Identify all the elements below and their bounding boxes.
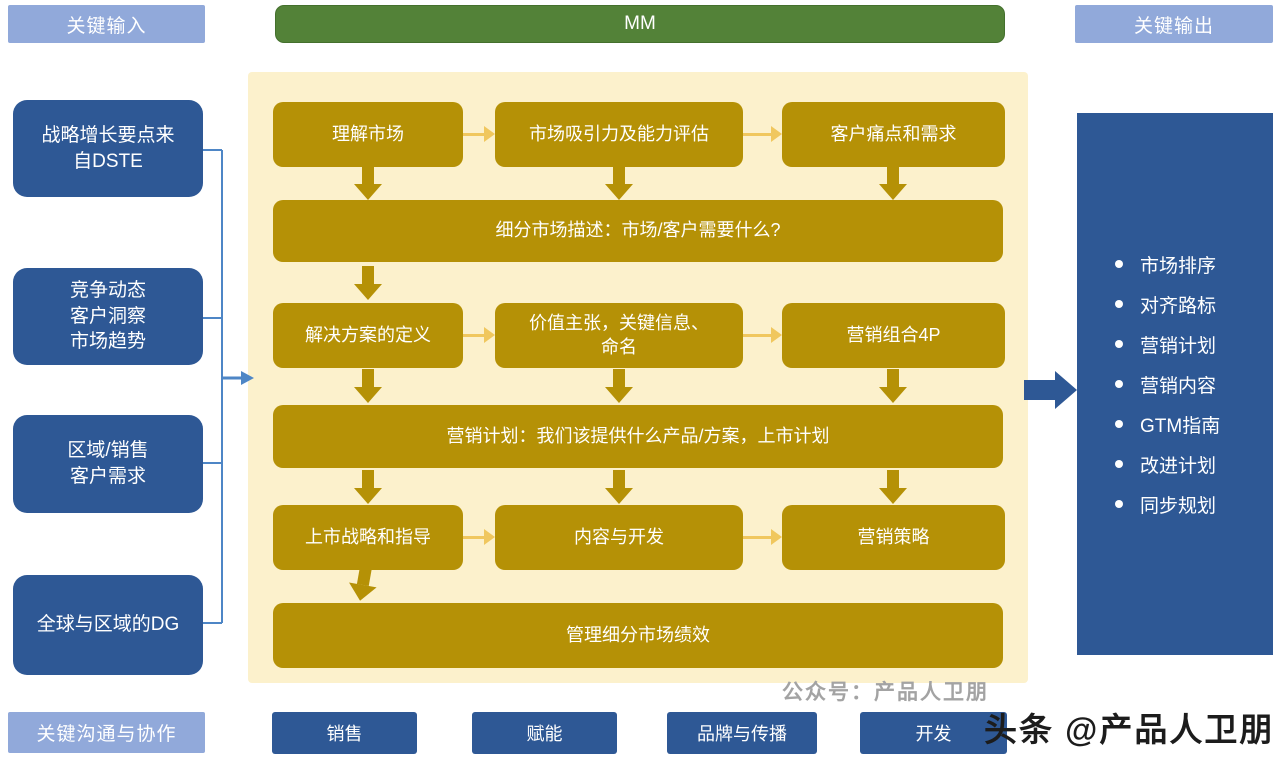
down-arrow — [346, 565, 379, 604]
down-arrow — [354, 369, 382, 403]
output-list-item: 市场排序 — [1115, 251, 1273, 278]
process-box-marketing-mix-4p: 营销组合4P — [782, 303, 1005, 368]
key-outputs-header: 关键输出 — [1075, 5, 1273, 43]
bullet-icon — [1115, 500, 1123, 508]
output-label: GTM指南 — [1140, 415, 1221, 437]
bullet-icon — [1115, 340, 1123, 348]
process-box-marketing-tactics: 营销策略 — [782, 505, 1005, 570]
down-arrow — [879, 470, 907, 504]
bullet-icon — [1115, 380, 1123, 388]
right-arrow — [743, 327, 782, 343]
output-label: 改进计划 — [1140, 455, 1217, 477]
bullet-icon — [1115, 300, 1123, 308]
process-box-manage-segment-performance: 管理细分市场绩效 — [273, 603, 1003, 668]
toutiao-watermark: 头条 @产品人卫朋 — [984, 711, 1275, 748]
bullet-icon — [1115, 420, 1123, 428]
key-inputs-header: 关键输入 — [8, 5, 205, 43]
output-list-item: 对齐路标 — [1115, 291, 1273, 318]
output-list-item: GTM指南 — [1115, 411, 1273, 438]
collab-box-sales: 销售 — [272, 712, 417, 754]
input-box-region-sales: 区域/销售 客户需求 — [13, 415, 203, 513]
bullet-icon — [1115, 460, 1123, 468]
process-box-market-attractiveness: 市场吸引力及能力评估 — [495, 102, 743, 167]
process-box-segment-description: 细分市场描述：市场/客户需要什么? — [273, 200, 1003, 262]
collab-box-brand-communication: 品牌与传播 — [667, 712, 817, 754]
process-box-content-development: 内容与开发 — [495, 505, 743, 570]
down-arrow — [605, 470, 633, 504]
right-arrow — [463, 126, 495, 142]
down-arrow — [605, 166, 633, 200]
output-list-item: 同步规划 — [1115, 491, 1273, 518]
wechat-watermark: 公众号：产品人卫朋 — [782, 681, 989, 704]
down-arrow — [879, 369, 907, 403]
right-arrow — [463, 327, 495, 343]
right-arrow — [743, 126, 782, 142]
collab-box-development: 开发 — [860, 712, 1007, 754]
down-arrow — [605, 369, 633, 403]
input-connector-arrow — [241, 371, 254, 385]
process-box-value-proposition: 价值主张，关键信息、 命名 — [495, 303, 743, 368]
input-connector-lines — [203, 149, 254, 624]
input-box-competition: 竞争动态 客户洞察 市场趋势 — [13, 268, 203, 365]
down-arrow — [354, 470, 382, 504]
output-label: 同步规划 — [1140, 495, 1217, 517]
right-arrow — [463, 529, 495, 545]
process-box-customer-painpoints: 客户痛点和需求 — [782, 102, 1005, 167]
down-arrow — [879, 166, 907, 200]
output-label: 营销计划 — [1140, 335, 1217, 357]
output-list-item: 营销计划 — [1115, 331, 1273, 358]
process-box-understand-market: 理解市场 — [273, 102, 463, 167]
process-box-marketing-plan: 营销计划：我们该提供什么产品/方案，上市计划 — [273, 405, 1003, 468]
input-box-dste: 战略增长要点来 自DSTE — [13, 100, 203, 197]
output-list-item: 改进计划 — [1115, 451, 1273, 478]
bullet-icon — [1115, 260, 1123, 268]
output-label: 营销内容 — [1140, 375, 1217, 397]
output-label: 市场排序 — [1140, 255, 1217, 277]
mm-header: MM — [275, 5, 1005, 43]
key-communication-header: 关键沟通与协作 — [8, 712, 205, 753]
outputs-arrow — [1024, 371, 1077, 409]
collab-box-enablement: 赋能 — [472, 712, 617, 754]
right-arrow — [743, 529, 782, 545]
process-box-solution-definition: 解决方案的定义 — [273, 303, 463, 368]
process-box-gtm-strategy: 上市战略和指导 — [273, 505, 463, 570]
output-label: 对齐路标 — [1140, 295, 1217, 317]
input-box-dg: 全球与区域的DG — [13, 575, 203, 675]
output-list-item: 营销内容 — [1115, 371, 1273, 398]
down-arrow — [354, 166, 382, 200]
down-arrow — [354, 266, 382, 300]
key-outputs-box: 市场排序 对齐路标 营销计划 营销内容 GTM指南 改进计划 同步规划 — [1077, 113, 1273, 655]
